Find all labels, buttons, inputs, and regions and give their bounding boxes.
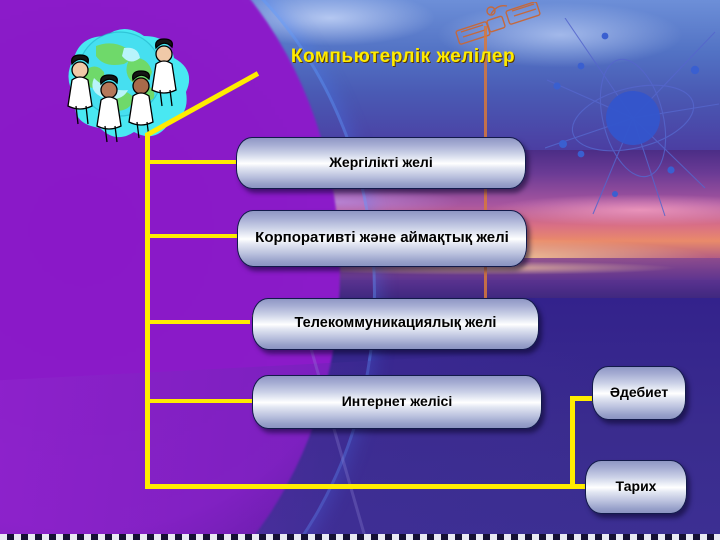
node-box-telecom[interactable]: Телекоммуникациялық желі: [252, 298, 539, 350]
background-left-arc-outline: [0, 0, 376, 540]
connector-branch-corp: [145, 234, 240, 238]
node-label-internet: Интернет желісі: [341, 393, 453, 410]
background-bottom-dashed-border: [0, 534, 720, 540]
connector-branch-literature: [570, 396, 600, 401]
satellite-icon: [455, 2, 541, 45]
connector-bottom-rail: [145, 484, 575, 489]
node-label-literature: Әдебиет: [609, 384, 669, 401]
connector-branch-local: [145, 160, 240, 164]
node-label-corporate: Корпоративті және аймақтық желі: [255, 229, 509, 247]
node-label-history: Тарих: [615, 478, 657, 495]
node-label-local: Жергілікті желі: [329, 154, 433, 171]
node-label-telecom: Телекоммуникациялық желі: [294, 315, 497, 332]
node-box-history[interactable]: Тарих: [585, 460, 687, 514]
node-box-corporate[interactable]: Корпоративті және аймақтық желі: [237, 210, 527, 267]
connector-right-riser: [570, 396, 575, 488]
slide-title: Компьютерлік желілер: [290, 46, 516, 67]
network-atom-icon: [545, 18, 720, 217]
node-box-literature[interactable]: Әдебиет: [592, 366, 686, 420]
connector-branch-telecom: [145, 320, 250, 324]
connector-main-trunk: [145, 133, 150, 488]
node-box-local[interactable]: Жергілікті желі: [236, 137, 526, 189]
globe-people-icon: [67, 29, 190, 143]
node-box-internet[interactable]: Интернет желісі: [252, 375, 542, 429]
connector-branch-internet: [145, 399, 255, 403]
